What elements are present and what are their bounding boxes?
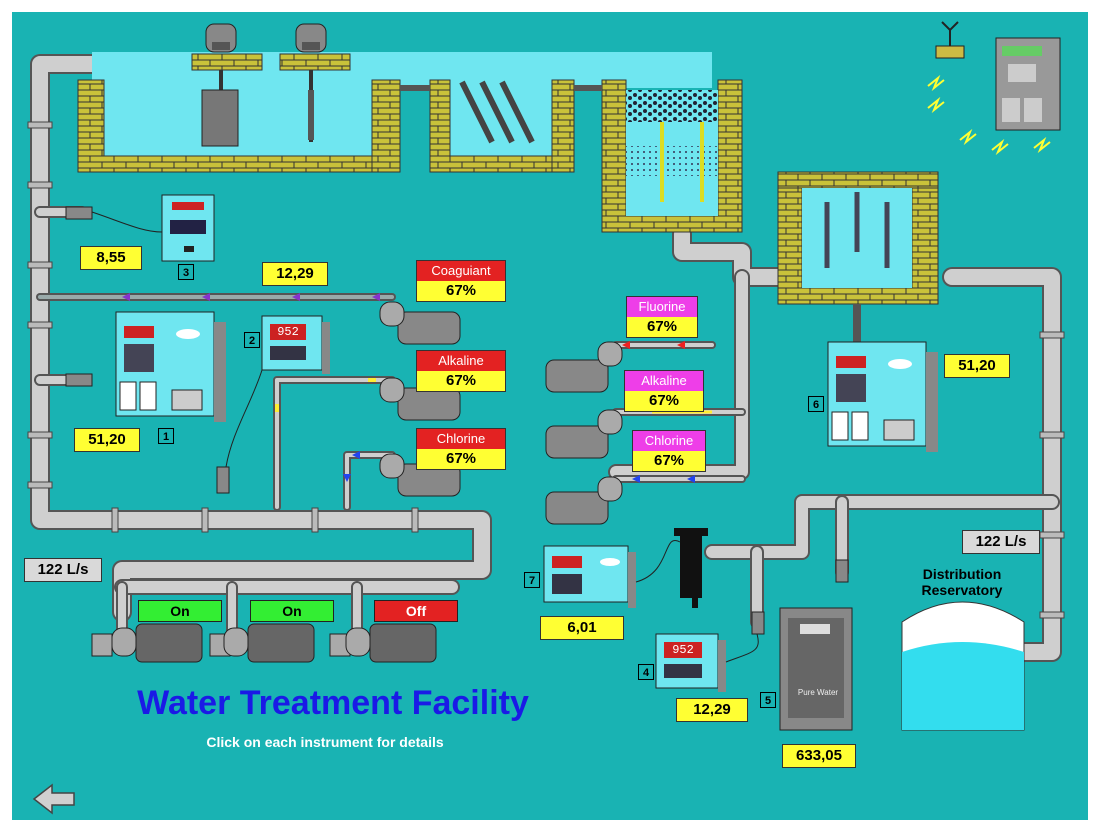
flow-rate-right[interactable]: 122 L/s bbox=[962, 530, 1040, 554]
chemical-name: Coaguiant bbox=[417, 261, 505, 281]
instrument-6-panel bbox=[828, 342, 938, 452]
chemical-fluorine[interactable]: Fluorine 67% bbox=[626, 296, 698, 338]
chemical-level: 67% bbox=[625, 391, 703, 411]
flow-rate-left[interactable]: 122 L/s bbox=[24, 558, 102, 582]
instrument-number-5: 5 bbox=[760, 692, 776, 708]
chemical-alkaline-right[interactable]: Alkaline 67% bbox=[624, 370, 704, 412]
chemical-alkaline-left[interactable]: Alkaline 67% bbox=[416, 350, 506, 392]
page-subtitle: Click on each instrument for details bbox=[12, 734, 638, 750]
instrument-7-panel bbox=[544, 546, 636, 608]
chemical-name: Alkaline bbox=[417, 351, 505, 371]
distribution-reservoir bbox=[902, 602, 1024, 730]
back-button[interactable] bbox=[32, 782, 78, 816]
facility-diagram: 8,55 12,29 51,20 51,20 6,01 12,29 633,05… bbox=[12, 12, 1088, 820]
pure-water-label: Pure Water bbox=[790, 688, 846, 697]
instrument-number-4: 4 bbox=[638, 664, 654, 680]
chemical-level: 67% bbox=[417, 371, 505, 391]
chemical-coagulant[interactable]: Coaguiant 67% bbox=[416, 260, 506, 302]
main-pumps bbox=[92, 624, 436, 662]
mixer-motor-1 bbox=[206, 24, 236, 52]
instrument-number-1: 1 bbox=[158, 428, 174, 444]
pump-motor-icon bbox=[380, 302, 622, 524]
pump-1-status[interactable]: On bbox=[138, 600, 222, 622]
reading-633-05[interactable]: 633,05 bbox=[782, 744, 856, 768]
meter-2-display: 952 bbox=[270, 324, 306, 340]
reading-12-29-bottom[interactable]: 12,29 bbox=[676, 698, 748, 722]
chemical-name: Alkaline bbox=[625, 371, 703, 391]
filter-icon bbox=[674, 528, 708, 608]
instrument-5-pure-water-unit bbox=[780, 608, 852, 730]
chemical-level: 67% bbox=[417, 281, 505, 301]
telemetry-panel bbox=[996, 38, 1060, 130]
chemical-level: 67% bbox=[417, 449, 505, 469]
mixer-motor-2 bbox=[296, 24, 326, 52]
instrument-1-panel bbox=[116, 312, 226, 422]
chemical-name: Fluorine bbox=[627, 297, 697, 317]
reading-12-29-top[interactable]: 12,29 bbox=[262, 262, 328, 286]
meter-4-display: 952 bbox=[664, 642, 702, 658]
chemical-chlorine-right[interactable]: Chlorine 67% bbox=[632, 430, 706, 472]
chemical-chlorine-left[interactable]: Chlorine 67% bbox=[416, 428, 506, 470]
chemical-name: Chlorine bbox=[633, 431, 705, 451]
reading-51-20-right[interactable]: 51,20 bbox=[944, 354, 1010, 378]
reservoir-label-text: Distribution Reservatory bbox=[922, 566, 1003, 598]
chemical-name: Chlorine bbox=[417, 429, 505, 449]
reservoir-label: Distribution Reservatory bbox=[892, 566, 1032, 598]
reading-51-20-left[interactable]: 51,20 bbox=[74, 428, 140, 452]
pump-2-status[interactable]: On bbox=[250, 600, 334, 622]
instrument-number-2: 2 bbox=[244, 332, 260, 348]
instrument-3-panel bbox=[162, 195, 214, 261]
chemical-level: 67% bbox=[627, 317, 697, 337]
back-arrow-icon bbox=[32, 782, 78, 816]
antenna-icon bbox=[936, 22, 964, 58]
reading-8-55[interactable]: 8,55 bbox=[80, 246, 142, 270]
page-title: Water Treatment Facility bbox=[12, 684, 654, 723]
instrument-number-7: 7 bbox=[524, 572, 540, 588]
pump-3-status[interactable]: Off bbox=[374, 600, 458, 622]
instrument-number-6: 6 bbox=[808, 396, 824, 412]
instrument-number-3: 3 bbox=[178, 264, 194, 280]
chemical-level: 67% bbox=[633, 451, 705, 471]
reading-6-01[interactable]: 6,01 bbox=[540, 616, 624, 640]
